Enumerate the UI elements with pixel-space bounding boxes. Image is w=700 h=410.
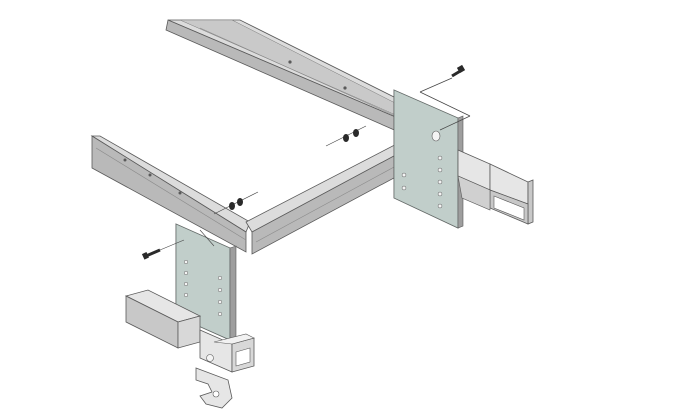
bolt-left: [141, 229, 215, 260]
washer-set-left: [213, 191, 259, 215]
bracket-left: [124, 289, 255, 409]
bracket-right: [457, 149, 534, 225]
washer-set-middle: [325, 125, 367, 147]
side-rail: [165, 19, 421, 137]
mounting-plate-right: [393, 89, 464, 229]
bolt-upper: [419, 64, 471, 131]
front-rail: [90, 135, 251, 253]
